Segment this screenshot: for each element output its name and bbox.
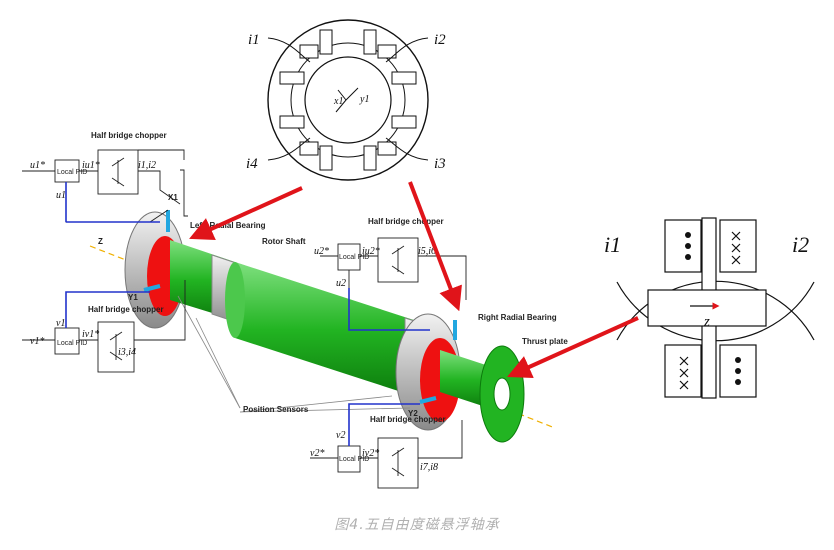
- right-bottom-pid-label: Local PID: [339, 456, 369, 463]
- left-top-pid-label: Local PID: [57, 169, 87, 176]
- stator-i1-label: i1: [248, 32, 260, 48]
- u2-ref-label: u2*: [314, 246, 329, 257]
- control-left-bottom: [22, 280, 186, 373]
- stator-i2-label: i2: [434, 32, 446, 48]
- figure-caption: 图4.五自由度磁悬浮轴承: [334, 517, 500, 533]
- thrust-bearing-diagram: i1 i2 z: [604, 217, 815, 399]
- y2-label: Y2: [408, 409, 418, 418]
- i34-label: i3,i4: [118, 347, 136, 358]
- z-axis-label: Z: [98, 237, 103, 246]
- i56-label: i5,i6: [418, 246, 436, 257]
- u2-label: u2: [336, 278, 346, 289]
- control-left-top: [22, 149, 188, 223]
- v2-label: v2: [336, 430, 345, 441]
- control-right-top: [320, 237, 467, 331]
- left-bottom-pid-label: Local PID: [57, 340, 87, 347]
- radial-stator-diagram: i1 i2 i4 i3 x1 y1: [246, 19, 446, 181]
- i78-label: i7,i8: [420, 462, 438, 473]
- v1-ref-label: v1*: [30, 336, 44, 347]
- stator-x1-label: x1: [333, 96, 343, 107]
- right-top-chopper-label: Half bridge chopper: [368, 217, 444, 226]
- u1-label: u1: [56, 190, 66, 201]
- thrust-i1-label: i1: [604, 232, 621, 257]
- stator-i3-label: i3: [434, 156, 446, 172]
- left-radial-bearing-label: Left- Radial Bearing: [190, 221, 266, 230]
- u1-ref-label: u1*: [30, 160, 45, 171]
- x1-label: X1: [168, 193, 178, 202]
- iu2-label: iu2*: [362, 246, 380, 257]
- iv1-label: iv1*: [82, 329, 99, 340]
- rotor-assembly: [89, 210, 556, 443]
- iu1-label: iu1*: [82, 160, 100, 171]
- y1-label: Y1: [128, 293, 138, 302]
- thrust-i2-label: i2: [792, 232, 809, 257]
- left-bottom-chopper-label: Half bridge chopper: [88, 305, 164, 314]
- right-top-pid-label: Local PID: [339, 254, 369, 261]
- position-sensors-label: Position Sensors: [243, 405, 309, 414]
- stator-i4-label: i4: [246, 156, 258, 172]
- thrust-z-label: z: [703, 314, 710, 330]
- thrust-plate-label: Thrust plate: [522, 337, 568, 346]
- right-bottom-chopper-label: Half bridge chopper: [370, 415, 446, 424]
- right-radial-bearing-label: Right Radial Bearing: [478, 313, 557, 322]
- control-right-bottom: [310, 403, 463, 489]
- v2-ref-label: v2*: [310, 448, 324, 459]
- i12-label: i1,i2: [138, 160, 156, 171]
- stator-y1-label: y1: [359, 94, 369, 105]
- rotor-shaft: [235, 262, 420, 398]
- iv2-label: iv2*: [362, 448, 379, 459]
- rotor-shaft-label: Rotor Shaft: [262, 237, 306, 246]
- v1-label: v1: [56, 318, 65, 329]
- position-sensor-probes: [143, 210, 457, 404]
- left-top-chopper-label: Half bridge chopper: [91, 131, 167, 140]
- callout-arrows: [189, 181, 639, 379]
